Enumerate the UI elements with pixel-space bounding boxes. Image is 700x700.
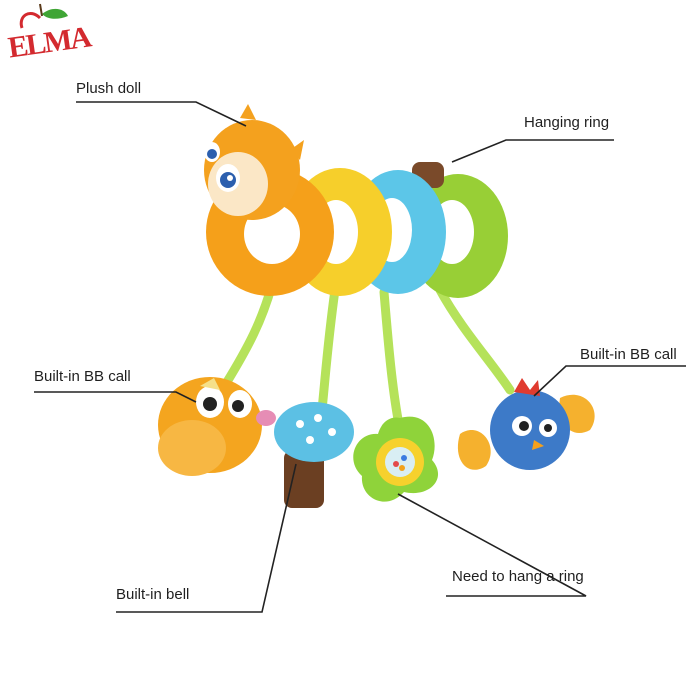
callout-hanging-ring: Hanging ring	[524, 114, 610, 131]
deer-plush-doll	[204, 104, 304, 220]
cow-rattle	[158, 377, 276, 476]
logo-apple-icon	[19, 3, 68, 29]
callout-bb-call-left: Built-in BB call	[34, 368, 131, 385]
callout-plush-doll: Plush doll	[76, 80, 142, 97]
callout-lines	[34, 101, 686, 613]
flower-teether	[353, 416, 439, 502]
callout-bell: Built-in bell	[116, 586, 190, 603]
mushroom-bell	[274, 402, 354, 508]
hanging-ribbons	[217, 280, 515, 435]
callout-bb-call-right: Built-in BB call	[580, 346, 677, 363]
callout-hang-ring: Need to hang a ring	[452, 568, 584, 585]
bird-rattle	[457, 378, 595, 470]
